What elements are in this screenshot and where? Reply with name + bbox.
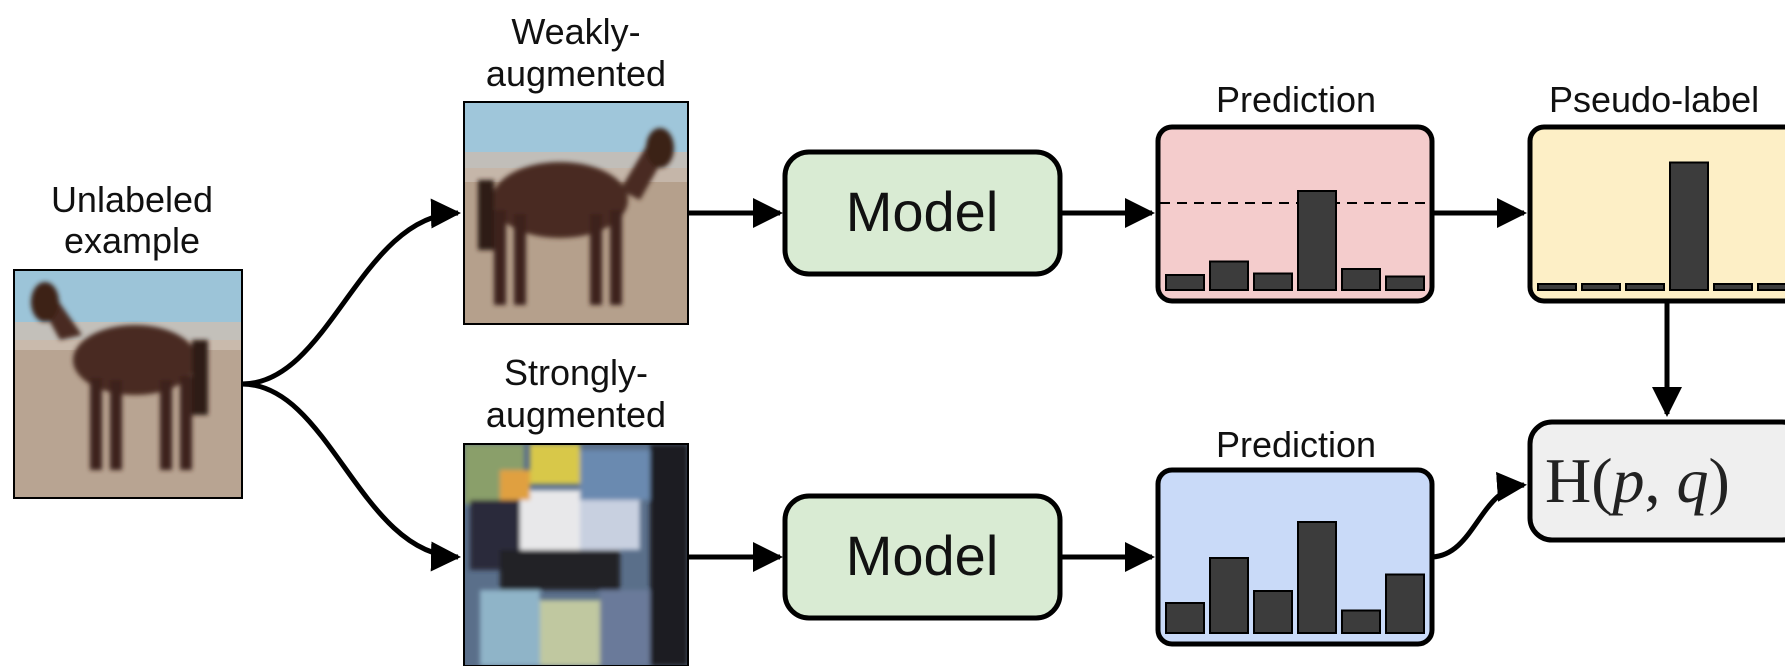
unlabeled-label-line1: Unlabeled (51, 179, 213, 220)
bar-5 (1341, 609, 1381, 634)
bar-6 (1385, 573, 1425, 634)
bar-1 (1165, 602, 1205, 634)
bar-5 (1713, 283, 1753, 291)
bar-6 (1385, 275, 1425, 291)
weak-label-line2: augmented (486, 53, 666, 94)
arrow-to-weak (241, 198, 461, 387)
model-box-bottom: Model (782, 493, 1063, 621)
model-bottom-label: Model (846, 524, 999, 587)
unlabeled-image (13, 269, 243, 499)
unlabeled-label-line2: example (64, 220, 200, 261)
loss-formula: H(p, q) (1545, 445, 1730, 516)
strong-label-line1: Strongly- (504, 352, 648, 393)
bar-4 (1669, 161, 1709, 291)
prediction-top-label: Prediction (1216, 79, 1376, 120)
prediction-bottom-label: Prediction (1216, 424, 1376, 465)
strong-label-line2: augmented (486, 394, 666, 435)
prediction-top-box (1155, 124, 1435, 304)
bar-2 (1209, 557, 1249, 634)
bar-4 (1297, 521, 1337, 634)
loss-suffix: ) (1709, 445, 1730, 516)
arrow-prediction-to-loss (1431, 471, 1527, 560)
bar-3 (1253, 272, 1293, 291)
pseudo-label-title: Pseudo-label (1549, 79, 1759, 120)
pseudo-label-box (1527, 124, 1785, 304)
loss-prefix: H( (1545, 445, 1613, 516)
pseudo-label-bars (1537, 161, 1785, 291)
model-top-label: Model (846, 180, 999, 243)
weak-label-line1: Weakly- (511, 11, 640, 52)
bar-1 (1537, 283, 1577, 291)
bar-5 (1341, 268, 1381, 291)
loss-p: p (1609, 445, 1645, 516)
strongly-augmented-image (463, 443, 689, 666)
weakly-augmented-image (463, 101, 689, 325)
loss-box: H(p, q) (1527, 419, 1785, 543)
prediction-bottom-bars (1165, 521, 1425, 634)
bar-4 (1297, 190, 1337, 291)
loss-q: q (1677, 445, 1709, 516)
bar-2 (1581, 283, 1621, 291)
arrow-to-strong (241, 381, 461, 572)
model-box-top: Model (782, 149, 1063, 277)
bar-2 (1209, 260, 1249, 291)
bar-3 (1253, 590, 1293, 634)
prediction-top-bars (1165, 190, 1425, 291)
prediction-bottom-box (1155, 467, 1435, 647)
loss-sep: , (1645, 445, 1677, 516)
bar-6 (1757, 283, 1785, 291)
bar-3 (1625, 283, 1665, 291)
bar-1 (1165, 274, 1205, 291)
